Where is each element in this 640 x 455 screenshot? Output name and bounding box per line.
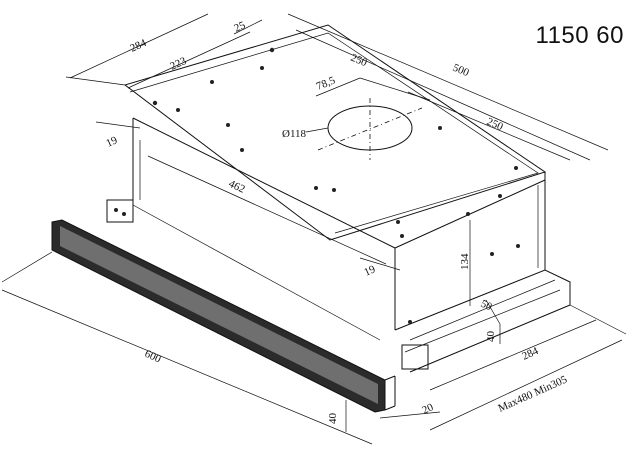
dim-side-offset-left: 19 — [104, 134, 119, 150]
dim-half-width-left: 250 — [349, 52, 369, 70]
dim-slide-height-b: 40 — [485, 331, 497, 343]
mounting-holes — [114, 47, 520, 324]
mounting-hole-icon — [210, 80, 214, 84]
dim-edge-offset-top: 25 — [232, 19, 247, 35]
mounting-hole-icon — [400, 234, 404, 238]
dim-total-width: 500 — [451, 62, 471, 80]
dim-front-height: 40 — [327, 413, 339, 425]
mounting-hole-icon — [226, 123, 230, 127]
dim-hole-offset: 223 — [168, 55, 188, 73]
mounting-hole-icon — [498, 194, 502, 198]
mounting-hole-icon — [332, 188, 336, 192]
dimension-lines — [1, 13, 627, 445]
model-number: 1150 60 — [535, 22, 624, 49]
dim-front-width: 600 — [143, 348, 163, 366]
front-panel — [51, 219, 396, 413]
mounting-hole-icon — [314, 186, 318, 190]
mounting-hole-icon — [176, 108, 180, 112]
dim-body-height: 134 — [459, 253, 471, 270]
mounting-hole-icon — [438, 126, 442, 130]
mounting-hole-icon — [466, 212, 470, 216]
dim-slide-height-a: 50 — [479, 298, 494, 314]
dim-duct-diameter: Ø118 — [282, 128, 307, 140]
mounting-hole-icon — [516, 244, 520, 248]
dim-half-width-right: 250 — [485, 116, 505, 134]
mounting-hole-icon — [152, 100, 158, 106]
dim-duct-offset: 78,5 — [315, 74, 338, 93]
mounting-hole-icon — [114, 208, 118, 212]
mounting-hole-icon — [490, 252, 494, 256]
dim-side-offset-right: 19 — [362, 263, 377, 279]
mounting-hole-icon — [396, 220, 400, 224]
slide-drawer — [106, 199, 571, 373]
dim-slide-depth: 284 — [520, 345, 540, 363]
dim-top-depth: 284 — [128, 37, 148, 55]
top-plate — [124, 24, 547, 241]
mounting-hole-icon — [514, 166, 518, 170]
mounting-hole-icon — [122, 212, 126, 216]
mounting-hole-icon — [260, 66, 264, 70]
mounting-hole-icon — [408, 320, 412, 324]
mounting-hole-icon — [269, 47, 275, 53]
duct-outlet-icon — [305, 98, 423, 160]
dim-front-inset: 20 — [420, 401, 435, 417]
mounting-hole-icon — [240, 148, 244, 152]
